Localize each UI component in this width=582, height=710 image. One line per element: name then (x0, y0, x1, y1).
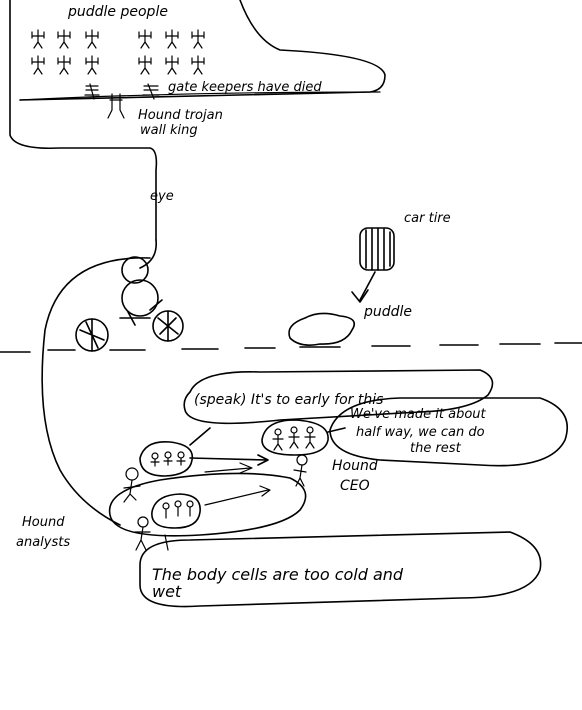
label-hound-ceo-2: CEO (340, 478, 370, 494)
label-made-it-2: half way, we can do (356, 425, 485, 440)
label-hound-analysts-2: analysts (16, 535, 70, 550)
cyclist-drawing (75, 256, 184, 352)
puddle-person-figure (138, 29, 152, 49)
puddle-person-figure (138, 55, 152, 75)
label-hound-trojan-2: wall king (140, 123, 198, 138)
ceo-group-oval (261, 419, 346, 456)
inner-group-oval (151, 493, 201, 529)
speak-bubble (183, 369, 494, 446)
thought-bubble-outline (9, 0, 386, 241)
puddle-person-figure (165, 29, 179, 49)
analyst-table-oval (108, 472, 307, 537)
label-gate-keepers: gate keepers have died (168, 80, 322, 95)
label-body-cells-1: The body cells are too cold and (152, 565, 404, 584)
gate-keeper-figures (84, 83, 160, 100)
body-cells-bubble (139, 531, 542, 608)
made-it-bubble (329, 397, 568, 467)
analyst-group-bubble (139, 441, 269, 477)
label-puddle-people: puddle people (67, 4, 168, 20)
ceo-group-figures (272, 426, 316, 451)
car-tire-drawing (351, 227, 395, 303)
label-hound-ceo-1: Hound (332, 458, 378, 474)
puddle-person-figure (31, 55, 45, 75)
puddle-person-figure (57, 55, 71, 75)
label-car-tire: car tire (404, 211, 451, 226)
puddle-person-figure (57, 29, 71, 49)
label-eye: eye (150, 189, 174, 204)
puddle-person-figure (85, 55, 99, 75)
connecting-curve (41, 257, 151, 526)
puddle-blob (288, 312, 356, 346)
hound-trojan-figure (107, 93, 125, 119)
inner-group-figures (162, 500, 194, 519)
label-hound-analysts-1: Hound (22, 515, 65, 530)
label-made-it-3: the rest (410, 441, 462, 456)
puddle-person-figure (165, 55, 179, 75)
analyst-figures (123, 467, 151, 551)
ground-dashed-line (0, 342, 582, 353)
puddle-person-figure (191, 29, 205, 49)
label-speak: (speak) It's to early for this (194, 392, 383, 408)
puddle-person-figure (31, 29, 45, 49)
puddle-people-figures (31, 29, 205, 75)
label-made-it-1: We've made it about (350, 407, 487, 422)
label-hound-trojan-1: Hound trojan (138, 108, 223, 123)
analyst-group-figures (150, 451, 186, 467)
ceo-figure (293, 454, 308, 487)
label-puddle: puddle (363, 304, 412, 320)
eye-pointer-line (139, 239, 157, 269)
label-body-cells-2: wet (152, 582, 182, 601)
puddle-person-figure (191, 55, 205, 75)
puddle-person-figure (85, 29, 99, 49)
